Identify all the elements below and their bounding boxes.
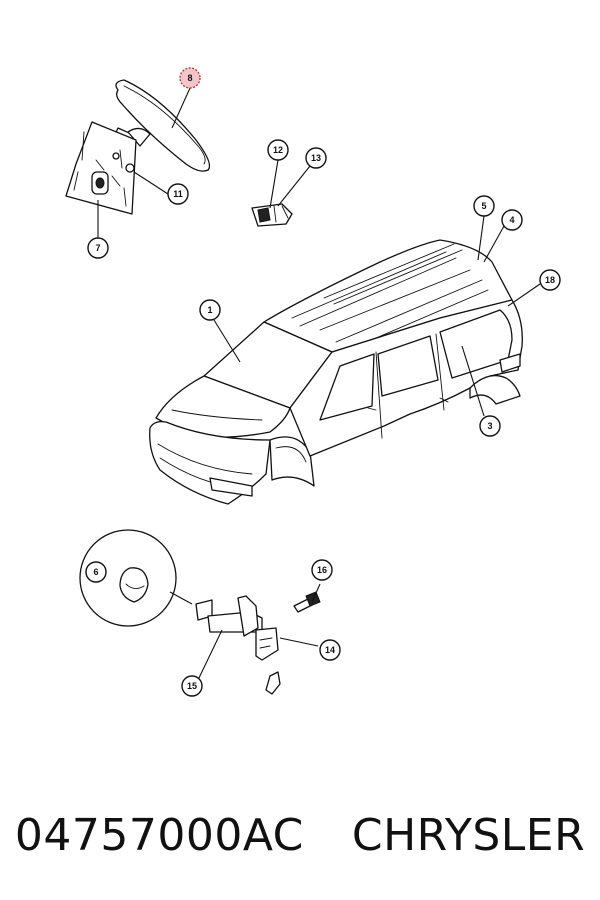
callout-15-label: 15 xyxy=(187,681,197,691)
callout-13[interactable]: 13 xyxy=(305,147,327,169)
callout-12-label: 12 xyxy=(273,145,283,155)
callout-16[interactable]: 16 xyxy=(311,559,333,581)
callout-8-label: 8 xyxy=(187,73,192,83)
callout-13-label: 13 xyxy=(311,153,321,163)
callout-18[interactable]: 18 xyxy=(539,269,561,291)
part-caption: 04757000AC CHRYSLER xyxy=(0,795,600,875)
part-number: 04757000AC xyxy=(14,809,304,861)
brand-name: CHRYSLER xyxy=(351,809,586,861)
callout-3-label: 3 xyxy=(487,421,492,431)
callout-1[interactable]: 1 xyxy=(199,299,221,321)
clip-sensor-part xyxy=(251,203,293,227)
callout-7[interactable]: 7 xyxy=(87,237,109,259)
callout-14-label: 14 xyxy=(325,645,335,655)
mirror-mount-bracket xyxy=(65,121,137,215)
callout-5-label: 5 xyxy=(481,201,486,211)
callout-12[interactable]: 12 xyxy=(267,139,289,161)
switch-assembly xyxy=(195,591,321,695)
callout-6-label: 6 xyxy=(93,567,98,577)
leader-lines xyxy=(97,87,541,681)
callout-16-label: 16 xyxy=(317,565,327,575)
callout-11-label: 11 xyxy=(173,189,183,199)
minivan-body xyxy=(149,239,523,505)
callout-4[interactable]: 4 xyxy=(501,209,523,231)
callout-3[interactable]: 3 xyxy=(479,415,501,437)
callout-8[interactable]: 8 xyxy=(179,67,201,89)
callout-1-label: 1 xyxy=(207,305,212,315)
callout-4-label: 4 xyxy=(509,215,514,225)
parts-diagram: 8 11 7 12 13 5 4 18 1 3 6 16 xyxy=(65,67,561,697)
callout-15[interactable]: 15 xyxy=(181,675,203,697)
callout-7-label: 7 xyxy=(95,243,100,253)
callout-11[interactable]: 11 xyxy=(167,183,189,205)
callout-5[interactable]: 5 xyxy=(473,195,495,217)
callout-14[interactable]: 14 xyxy=(319,639,341,661)
callout-18-label: 18 xyxy=(545,275,555,285)
inset-detail xyxy=(79,529,193,627)
callout-6[interactable]: 6 xyxy=(85,561,107,583)
